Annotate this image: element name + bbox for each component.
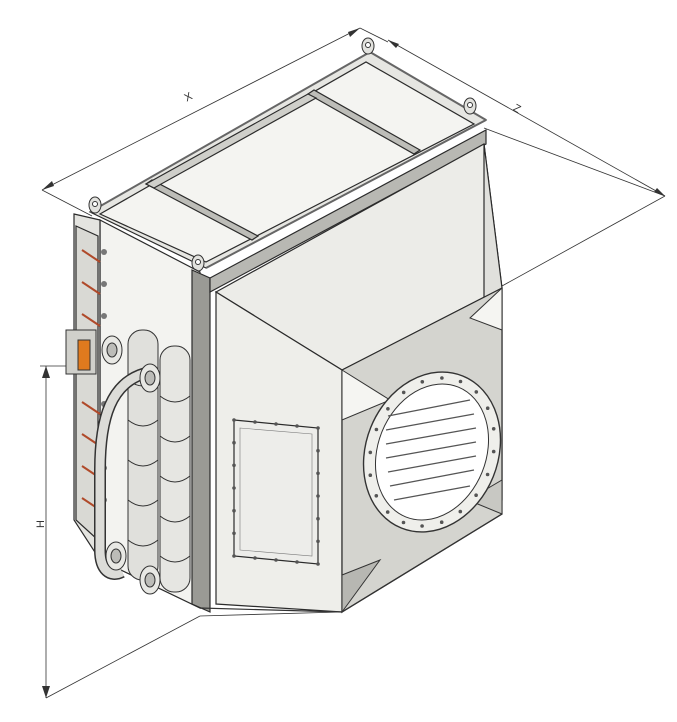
hatch-bolt	[232, 418, 236, 422]
flange-bolt	[420, 524, 424, 528]
hatch-bolt	[316, 471, 320, 476]
hatch-bolt	[316, 516, 320, 521]
flange-upper-right	[139, 363, 161, 393]
flange-bolt	[440, 376, 444, 380]
dimension-x-label: X	[183, 90, 196, 104]
valve	[65, 329, 97, 375]
flange-bolt	[368, 450, 373, 455]
flange-bolt	[368, 473, 373, 478]
lifting-lug-right	[463, 97, 477, 115]
flange-bolt	[386, 407, 390, 411]
flange-bolt	[458, 509, 463, 514]
hatch-bolt	[274, 422, 278, 426]
lifting-lug-top	[361, 37, 375, 55]
dimension-x: X	[41, 27, 389, 217]
hatch-bolt	[295, 560, 299, 564]
top-frame	[88, 51, 488, 269]
hatch-bolt	[232, 554, 236, 558]
flange-bolt	[401, 390, 406, 395]
flange-bolt	[474, 390, 479, 394]
inspection-hatch	[232, 418, 320, 566]
lifting-lug-left	[88, 196, 102, 214]
hatch-bolt	[316, 494, 320, 498]
flange-bolt	[491, 427, 496, 431]
outlet-flange	[362, 371, 502, 533]
hatch-bolt	[253, 420, 257, 424]
flange-bolt	[491, 449, 496, 454]
hatch-bolt	[295, 424, 299, 428]
front-flange-frame	[191, 128, 487, 613]
hatch-bolt	[316, 562, 320, 566]
hatch-bolt	[316, 539, 320, 544]
louver-blades	[385, 399, 477, 501]
flange-bolt	[420, 380, 425, 384]
flange-bolt	[485, 406, 490, 411]
flange-lower-right	[139, 565, 161, 595]
tie-rods	[81, 249, 101, 511]
hatch-bolt	[316, 426, 320, 430]
hatch-bolt	[274, 558, 278, 562]
flange-bolt	[374, 494, 379, 498]
flange-bolt	[374, 427, 379, 432]
flange-lower-left	[105, 541, 127, 571]
lifting-lug-front	[191, 254, 205, 272]
hatch-bolt	[232, 463, 236, 468]
flange-bolt	[401, 520, 406, 525]
hatch-bolt	[232, 440, 236, 445]
hatch-bolt	[232, 486, 236, 490]
flange-bolt	[439, 520, 444, 524]
hatch-bolt	[232, 508, 236, 513]
dimension-z: Z	[387, 39, 666, 287]
flange-bolt	[474, 493, 478, 498]
flange-upper-left	[101, 335, 123, 365]
connection-pipe	[94, 366, 152, 580]
base-edge	[199, 513, 503, 613]
hatch-bolt	[232, 531, 236, 536]
flange-bolt	[485, 472, 490, 477]
flange-bolt	[458, 379, 463, 384]
dimension-z-label: Z	[511, 102, 523, 116]
hatch-bolt	[316, 448, 320, 453]
hatch-bolt	[253, 556, 257, 560]
flange-bolt	[385, 510, 390, 514]
dimension-h-label: H	[35, 520, 47, 528]
